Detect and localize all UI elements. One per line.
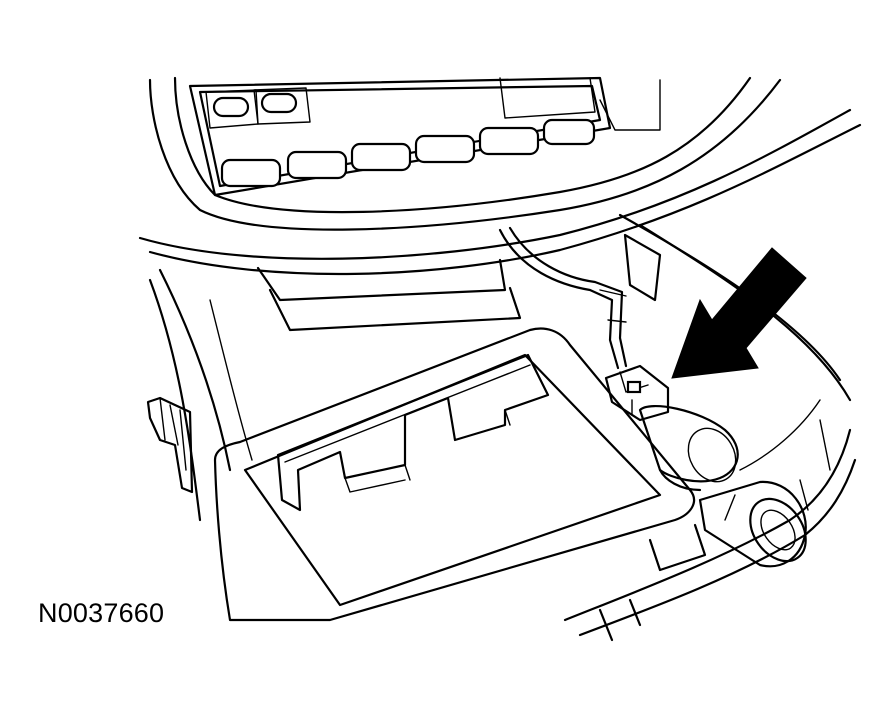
center-console (148, 213, 852, 522)
callout-arrow-icon (671, 247, 807, 379)
console-tray (213, 327, 696, 622)
switch-2 (286, 150, 348, 180)
switch-5 (478, 126, 540, 156)
console-front-trim (563, 399, 857, 642)
switch-bezel (188, 76, 612, 197)
small-switch-left (212, 96, 250, 118)
lighter-knob (698, 480, 807, 568)
switch-6 (542, 118, 596, 146)
switch-4 (414, 134, 476, 164)
dash-panel (138, 76, 862, 276)
switch-1 (220, 158, 282, 188)
wiring-harness (498, 226, 628, 370)
trim-clip (146, 396, 194, 494)
power-point-socket (638, 405, 739, 492)
figure-id-label: N0037660 (38, 598, 165, 628)
small-switch-right (260, 92, 298, 114)
electrical-connector (604, 364, 670, 422)
switch-3 (350, 142, 412, 172)
